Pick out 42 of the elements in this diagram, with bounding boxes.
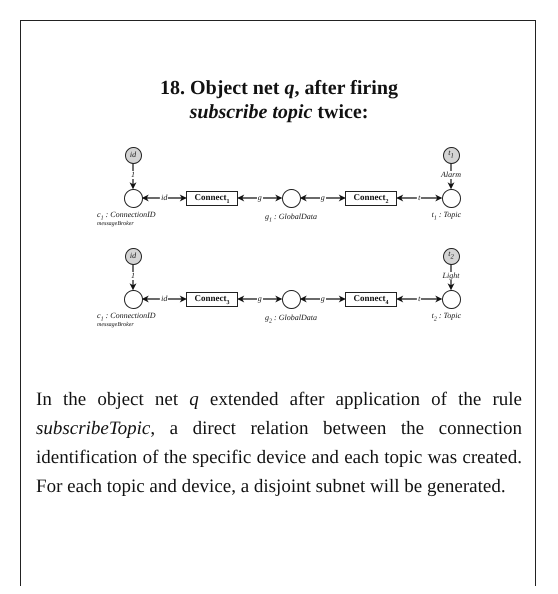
place-label: c$_{1}$ : ConnectionID [97, 211, 156, 222]
arc-label: id [160, 194, 168, 202]
place-circle [282, 290, 300, 308]
arc-arrow [142, 194, 187, 202]
arc-arrow [396, 194, 442, 202]
place-circle [442, 290, 460, 308]
place-label: t$_{2}$ : Topic [432, 312, 461, 323]
arc-arrow [142, 296, 187, 302]
arc-label: id [160, 295, 168, 303]
place-label: t$_{1}$ : Topic [432, 211, 461, 222]
token-circle: t$_{2}$ [442, 248, 460, 264]
place-circle [442, 188, 460, 208]
arc-arrow [300, 296, 346, 302]
token-circle: id [124, 146, 142, 164]
arc-arrow [237, 194, 282, 202]
arc-arrow [396, 296, 442, 302]
place-circle [124, 188, 142, 208]
transition-box: Connect$_{4}$ [345, 292, 397, 306]
arc-label: g [256, 295, 263, 303]
arc-label: g [320, 295, 326, 303]
place-label: g$_{1}$ : GlobalData [265, 213, 317, 224]
arc-label: 1 [130, 170, 136, 179]
arc-label: t [417, 295, 422, 303]
transition-box: Connect$_{3}$ [186, 292, 238, 306]
description-paragraph: In the object net q extended after application of the rule subscribeTopic, a direct relation between the connection identification of the specific device and each topic was created. For each topic and device, a disjoint subnet will be generated. [36, 388, 522, 499]
arc-label: g [320, 194, 326, 202]
token-circle: id [124, 248, 142, 264]
place-label: g$_{2}$ : GlobalData [265, 314, 317, 325]
place-circle [124, 290, 142, 308]
arc-label: 1 [130, 272, 136, 280]
arc-label: g [256, 194, 263, 202]
title: 18. Object net q, after firing subscribe topic twice: [159, 76, 399, 124]
arc-arrow [300, 194, 346, 202]
arc-label: t [417, 194, 422, 202]
place-circle [282, 188, 300, 208]
arc-label: Alarm [440, 170, 462, 179]
transition-box: Connect$_{2}$ [345, 190, 397, 206]
arc-label: Light [442, 272, 460, 280]
arc-arrow [237, 296, 282, 302]
transition-box: Connect$_{1}$ [186, 190, 238, 206]
token-circle: t$_{1}$ [442, 146, 460, 164]
place-label: c$_{1}$ : ConnectionID [97, 312, 156, 323]
